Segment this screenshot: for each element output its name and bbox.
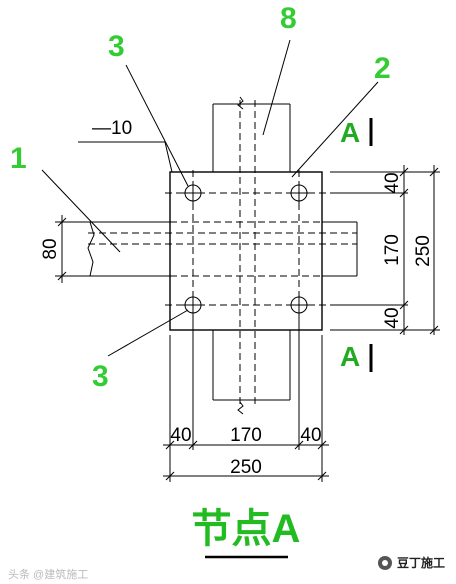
watermark-right: 豆丁施工 [378, 555, 445, 570]
left-dimension [55, 215, 88, 283]
dim-left-height: 80 [40, 238, 61, 259]
right-dimensions [330, 165, 440, 335]
dim-right-top: 40 [382, 172, 403, 193]
plate-thickness-label: —10 [92, 118, 132, 139]
section-label-bottom: A [340, 341, 360, 372]
section-label-top: A [340, 117, 360, 148]
bolt-bottom-right [289, 295, 309, 315]
callout-3-bottom: 3 [92, 360, 109, 393]
watermark-right-text: 豆丁施工 [397, 555, 445, 570]
dim-bottom-right: 40 [300, 425, 321, 446]
callout-2: 2 [374, 52, 391, 85]
callout-3-top: 3 [108, 30, 125, 63]
bolt-centerlines [165, 170, 328, 335]
dim-right-bottom: 40 [382, 307, 403, 328]
drawing-title: 节点A [192, 507, 301, 551]
callout-1: 1 [10, 142, 27, 175]
vertical-member [212, 96, 291, 415]
bolt-top-right [289, 183, 309, 203]
watermark-left: 头条 @建筑施工 [8, 567, 88, 581]
base-plate [169, 171, 323, 331]
dim-right-total: 250 [413, 235, 434, 267]
bolt-bottom-left [183, 295, 203, 315]
leader-lines [41, 39, 379, 357]
bottom-dimensions [163, 320, 329, 482]
dim-bottom-total: 250 [230, 457, 262, 478]
horizontal-member [87, 221, 358, 277]
bolts [183, 183, 309, 315]
bolt-top-left [183, 183, 203, 203]
dim-bottom-mid: 170 [230, 425, 262, 446]
dim-right-mid: 170 [382, 234, 403, 266]
dim-bottom-left: 40 [170, 425, 191, 446]
callout-8: 8 [280, 2, 297, 35]
